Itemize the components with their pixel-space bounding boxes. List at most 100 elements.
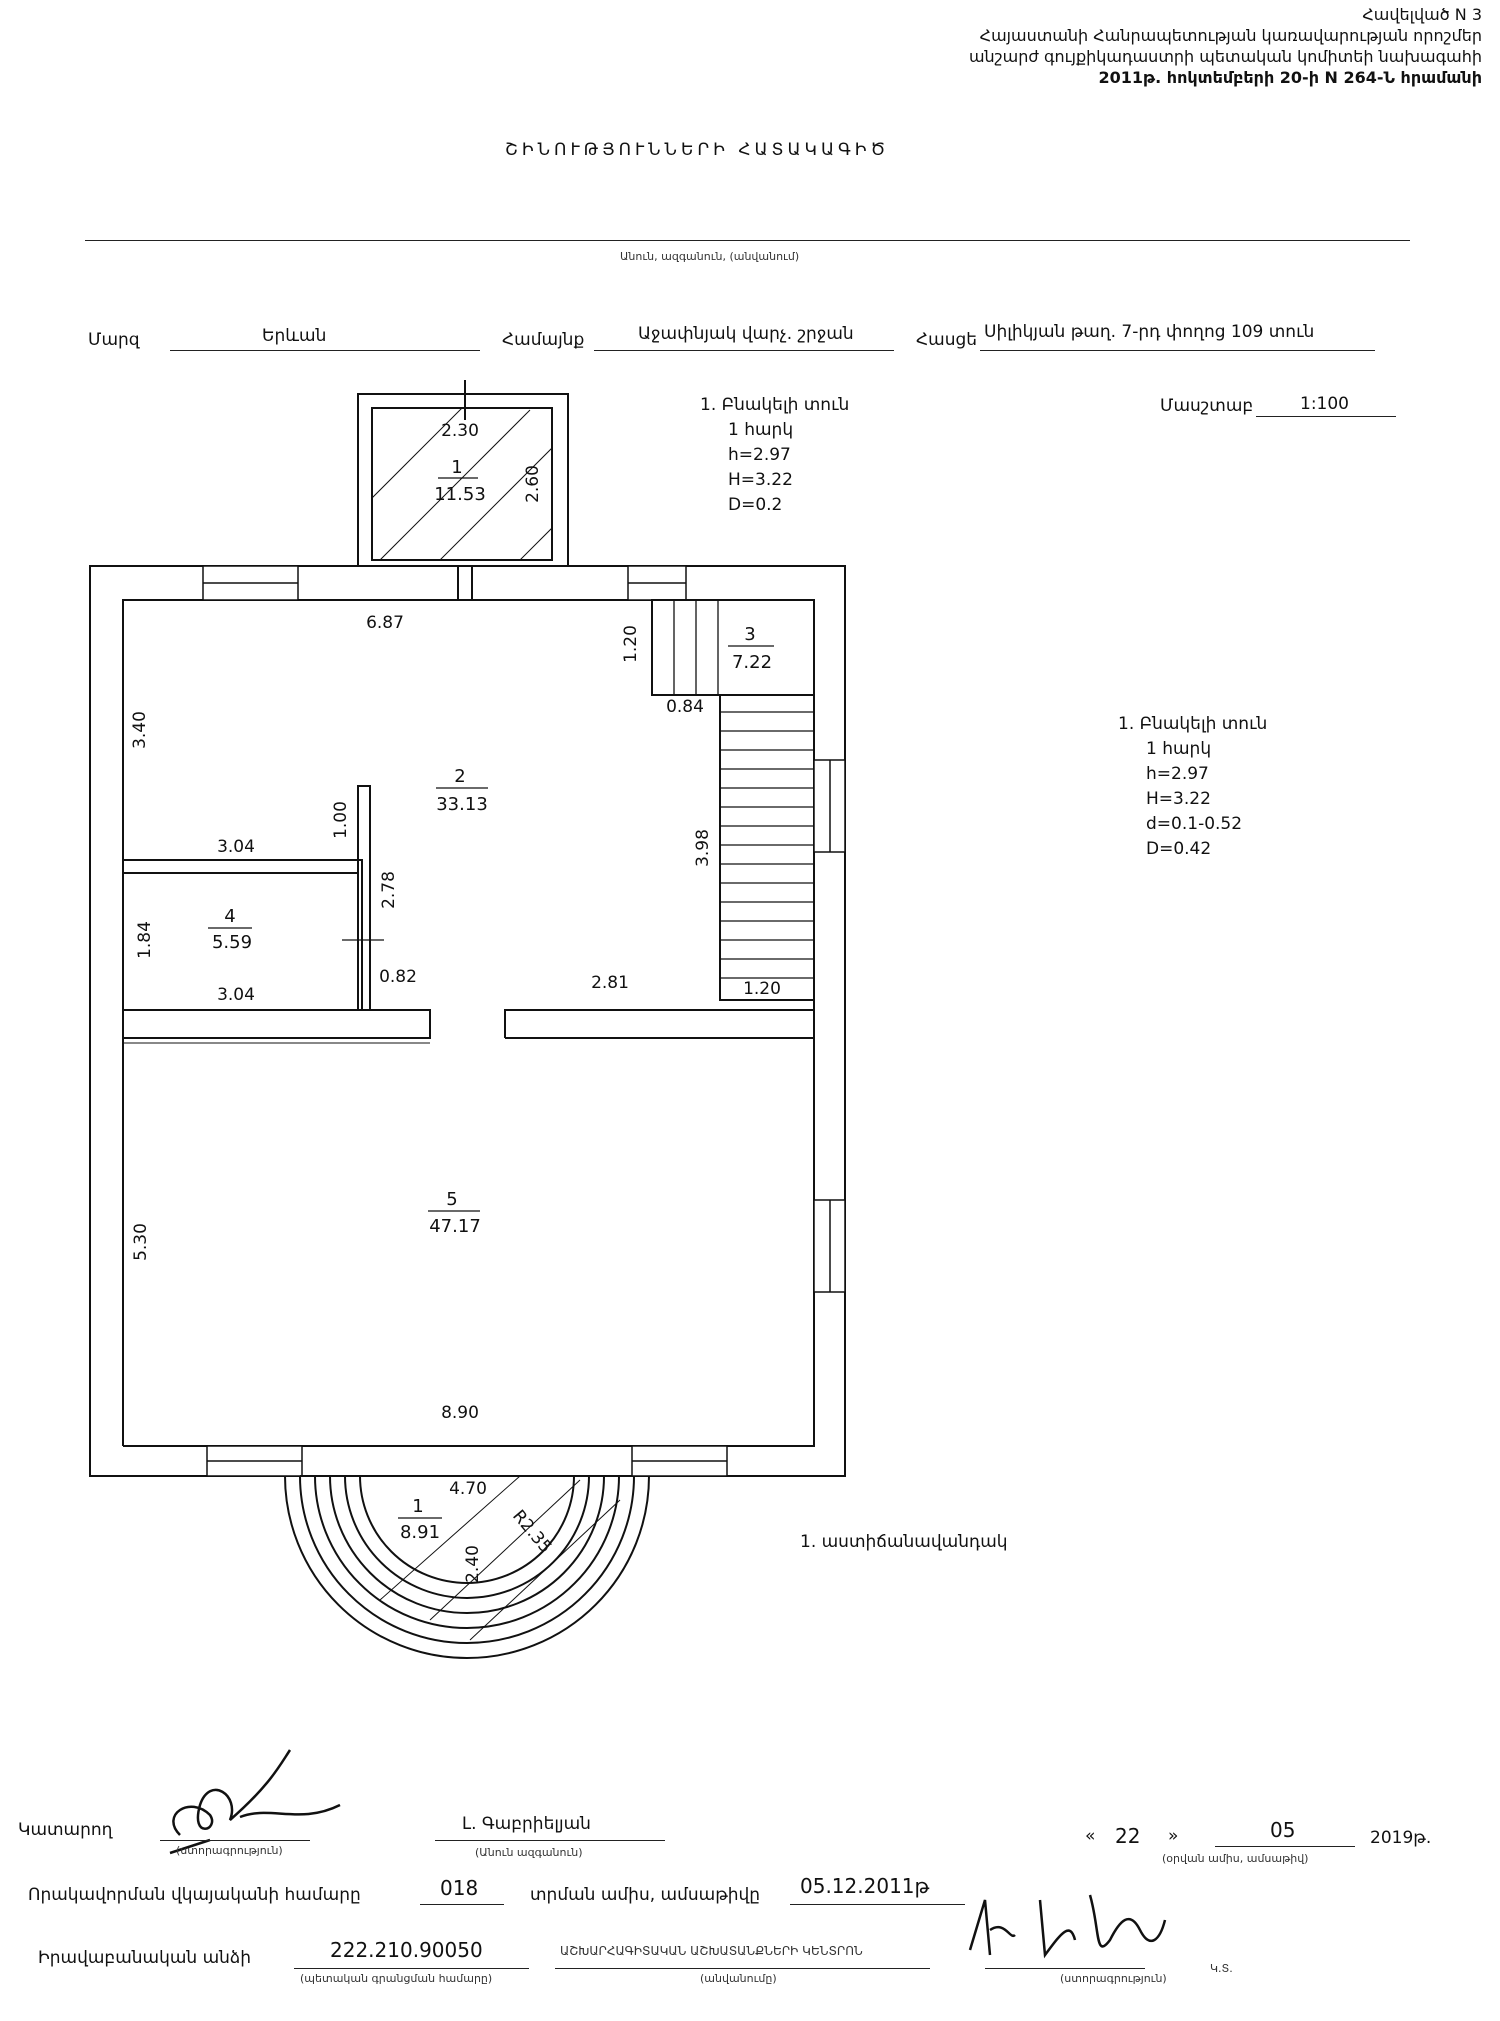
cert-label: Որակավորման վկայականի համարը	[28, 1885, 361, 1905]
owner-name-line	[85, 240, 1410, 241]
info1-line-1: 1 հարկ	[728, 420, 794, 440]
info1-line-3: H=3.22	[728, 470, 793, 490]
dim-radius-2-35: R2.35	[508, 1506, 555, 1557]
date-year: 2019թ.	[1370, 1828, 1432, 1848]
dim-1-84: 1.84	[135, 921, 155, 959]
dim-2-78: 2.78	[379, 871, 399, 909]
cert-date-label: տրման ամիս, ամսաթիվը	[530, 1885, 761, 1905]
dim-3-98: 3.98	[693, 829, 713, 867]
info2-line-2: h=2.97	[1146, 764, 1209, 784]
date-day: 22	[1115, 1824, 1141, 1848]
header-line-2: անշարժ գույքիկադաստրի պետական կոմիտեի նա…	[968, 47, 1482, 66]
info2-line-5: D=0.42	[1146, 839, 1212, 859]
dim-1-00: 1.00	[331, 801, 351, 839]
dim-1-20-a: 1.20	[621, 625, 641, 663]
org-caption: (անվանումը)	[700, 1972, 777, 1985]
org-name: ԱՇԽԱՐՀԱԳԻՏԱԿԱՆ ԱՇԽԱՏԱՆՔՆԵՐԻ ԿԵՆՏՐՈՆ	[560, 1944, 863, 1958]
hamaynq-value: Աջափնյակ վարչ. շրջան	[638, 324, 854, 344]
cert-date-line	[790, 1904, 965, 1905]
info1-line-0: 1. Բնակելի տուն	[700, 395, 850, 415]
date-caption: (օրվան ամիս, ամսաթիվ)	[1162, 1852, 1309, 1865]
header-line-1: Հայաստանի Հանրապետության կառավարության ո…	[979, 26, 1482, 45]
performer-name: Լ. Գաբրիելյան	[462, 1814, 591, 1834]
info2-line-3: H=3.22	[1146, 789, 1211, 809]
dim-4-70: 4.70	[449, 1479, 487, 1499]
hamaynq-underline	[594, 350, 894, 351]
hasce-label: Հասցե	[916, 330, 978, 350]
dim-2-81: 2.81	[591, 973, 629, 993]
dim-3-40: 3.40	[130, 711, 150, 749]
marz-label: Մարզ	[88, 330, 140, 350]
info2-line-1: 1 հարկ	[1146, 739, 1212, 759]
dim-2-60: 2.60	[523, 465, 543, 503]
room-3-area: 7.22	[732, 652, 772, 673]
dim-6-87: 6.87	[366, 613, 404, 633]
cert-number-line	[420, 1904, 504, 1905]
header-line-3: 2011թ. հոկտեմբերի 20-ի N 264-Ն հրամանի	[1098, 68, 1482, 87]
info2-line-4: d=0.1-0.52	[1146, 814, 1243, 834]
document-title: ՇԻՆՈՒԹՅՈՒՆՆԵՐԻ ՀԱՏԱԿԱԳԻԾ	[505, 140, 890, 160]
floor-plan: 1 11.53 2 33.13 3 7.22 4 5.59 5 47.17 1 …	[89, 380, 846, 1659]
cert-number: 018	[440, 1876, 479, 1900]
scale-value: 1:100	[1300, 394, 1349, 414]
director-sign-caption: (ստորագրություն)	[1060, 1972, 1167, 1985]
stamp-abbr: Կ.Տ.	[1210, 1962, 1233, 1975]
porch-area: 8.91	[400, 1522, 440, 1543]
dim-3-04-b: 3.04	[217, 985, 255, 1005]
org-name-line	[555, 1968, 930, 1969]
dim-2-30: 2.30	[441, 421, 479, 441]
legal-entity-caption: (պետական գրանցման համարը)	[300, 1972, 493, 1985]
scale-label: Մասշտաբ	[1160, 396, 1254, 416]
room-4-area: 5.59	[212, 932, 252, 953]
porch-number: 1	[412, 1496, 423, 1517]
room-3-number: 3	[744, 624, 755, 645]
scale-underline	[1256, 416, 1396, 417]
performer-name-caption: (Անուն ազգանուն)	[475, 1846, 583, 1859]
dim-1-20-b: 1.20	[743, 979, 781, 999]
date-month-line	[1215, 1846, 1355, 1847]
dim-5-30: 5.30	[131, 1223, 151, 1261]
performer-label: Կատարող	[18, 1820, 113, 1840]
room-2-number: 2	[454, 766, 465, 787]
room-1-number: 1	[451, 457, 462, 478]
room-5-area: 47.17	[429, 1216, 481, 1237]
director-signature	[968, 1894, 1167, 1959]
date-month: 05	[1270, 1818, 1296, 1842]
legal-entity-number: 222.210.90050	[330, 1938, 483, 1962]
house-inner-wall-top	[122, 599, 815, 1447]
building-info-1: 1. Բնակելի տուն 1 հարկ h=2.97 H=3.22 D=0…	[700, 393, 849, 518]
porch-steps	[284, 1475, 650, 1659]
performer-name-line	[435, 1840, 665, 1841]
hasce-value: Սիլիկյան թաղ. 7-րդ փողոց 109 տուն	[984, 322, 1315, 342]
legal-entity-label: Իրավաբանական անձի	[38, 1948, 252, 1968]
room-2-area: 33.13	[436, 794, 488, 815]
cert-date-value: 05.12.2011թ	[800, 1874, 930, 1898]
performer-sign-line	[160, 1840, 310, 1841]
info2-line-0: 1. Բնակելի տուն	[1118, 714, 1268, 734]
building-info-2: 1. Բնակելի տուն 1 հարկ h=2.97 H=3.22 d=0…	[1118, 712, 1267, 862]
dim-3-04-a: 3.04	[217, 837, 255, 857]
room-1-area: 11.53	[434, 484, 486, 505]
appendix-label: Հավելված N 3	[1362, 5, 1482, 24]
header-block: Հավելված N 3 Հայաստանի Հանրապետության կա…	[969, 4, 1482, 88]
director-sign-line	[985, 1968, 1145, 1969]
hamaynq-label: Համայնք	[502, 330, 585, 350]
owner-name-caption: Անուն, ազգանուն, (անվանում)	[620, 250, 800, 263]
house-outer-wall	[89, 565, 846, 1477]
dim-8-90: 8.90	[441, 1403, 479, 1423]
porch-legend: 1. աստիճանավանդակ	[800, 1532, 1008, 1552]
dim-0-84: 0.84	[666, 697, 704, 717]
performer-signature	[169, 1749, 341, 1855]
marz-underline	[170, 350, 480, 351]
legal-entity-line	[294, 1968, 529, 1969]
performer-sign-caption: (ստորագրություն)	[176, 1844, 283, 1857]
marz-value: Երևան	[262, 326, 327, 346]
stair-flight	[719, 695, 814, 1001]
info1-line-2: h=2.97	[728, 445, 791, 465]
date-open-quote: «	[1085, 1826, 1096, 1846]
info1-line-4: D=0.2	[728, 495, 783, 515]
room-4-number: 4	[224, 906, 235, 927]
dim-0-82: 0.82	[379, 967, 417, 987]
hasce-underline	[980, 350, 1375, 351]
